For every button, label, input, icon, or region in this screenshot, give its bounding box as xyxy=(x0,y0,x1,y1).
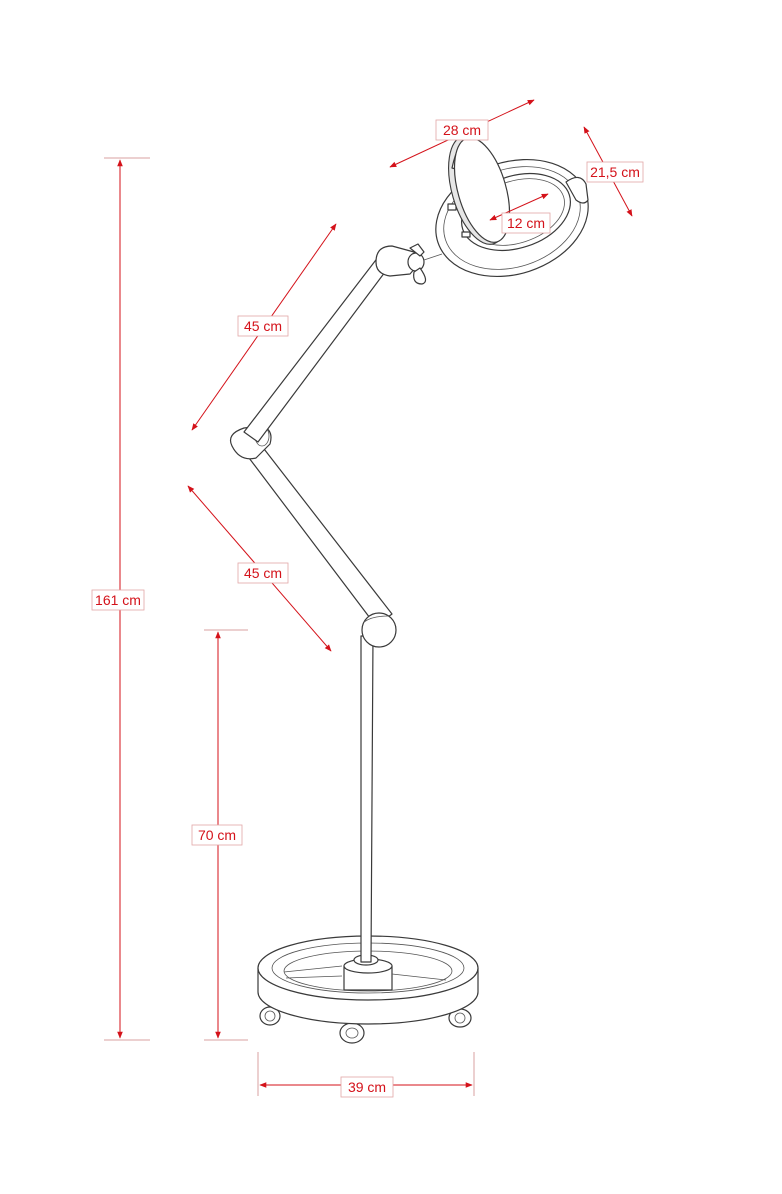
upper-arm xyxy=(243,251,395,443)
dim-total-height-label: 161 cm xyxy=(95,592,141,608)
caster-front xyxy=(339,1022,365,1044)
dim-base-diameter-label: 39 cm xyxy=(348,1079,386,1095)
dim-lower-arm: 45 cm xyxy=(187,485,332,652)
head-joint xyxy=(375,243,443,285)
dim-base-diameter: 39 cm xyxy=(257,1052,475,1098)
dim-lens-inner-label: 12 cm xyxy=(507,215,545,231)
dim-head-depth: 21,5 cm xyxy=(583,126,644,217)
dim-base-height-label: 70 cm xyxy=(198,827,236,843)
dim-upper-arm-label: 45 cm xyxy=(244,318,282,334)
dim-lens-width: 28 cm xyxy=(389,99,535,168)
dim-head-depth-label: 21,5 cm xyxy=(590,164,640,180)
dim-lens-inner: 12 cm xyxy=(489,193,551,234)
lamp-illustration xyxy=(229,135,589,1044)
lamp-base xyxy=(257,935,479,1044)
dim-lower-arm-label: 45 cm xyxy=(244,565,282,581)
lamp-pole xyxy=(360,635,374,963)
dim-base-height: 70 cm xyxy=(191,629,248,1041)
dim-lens-width-label: 28 cm xyxy=(443,122,481,138)
lower-joint xyxy=(361,612,397,648)
dim-upper-arm: 45 cm xyxy=(191,223,337,431)
dim-total-height: 161 cm xyxy=(91,157,150,1041)
lower-arm xyxy=(239,435,393,627)
dimension-lines: 161 cm 70 cm 45 cm 45 cm 28 cm xyxy=(91,99,644,1098)
